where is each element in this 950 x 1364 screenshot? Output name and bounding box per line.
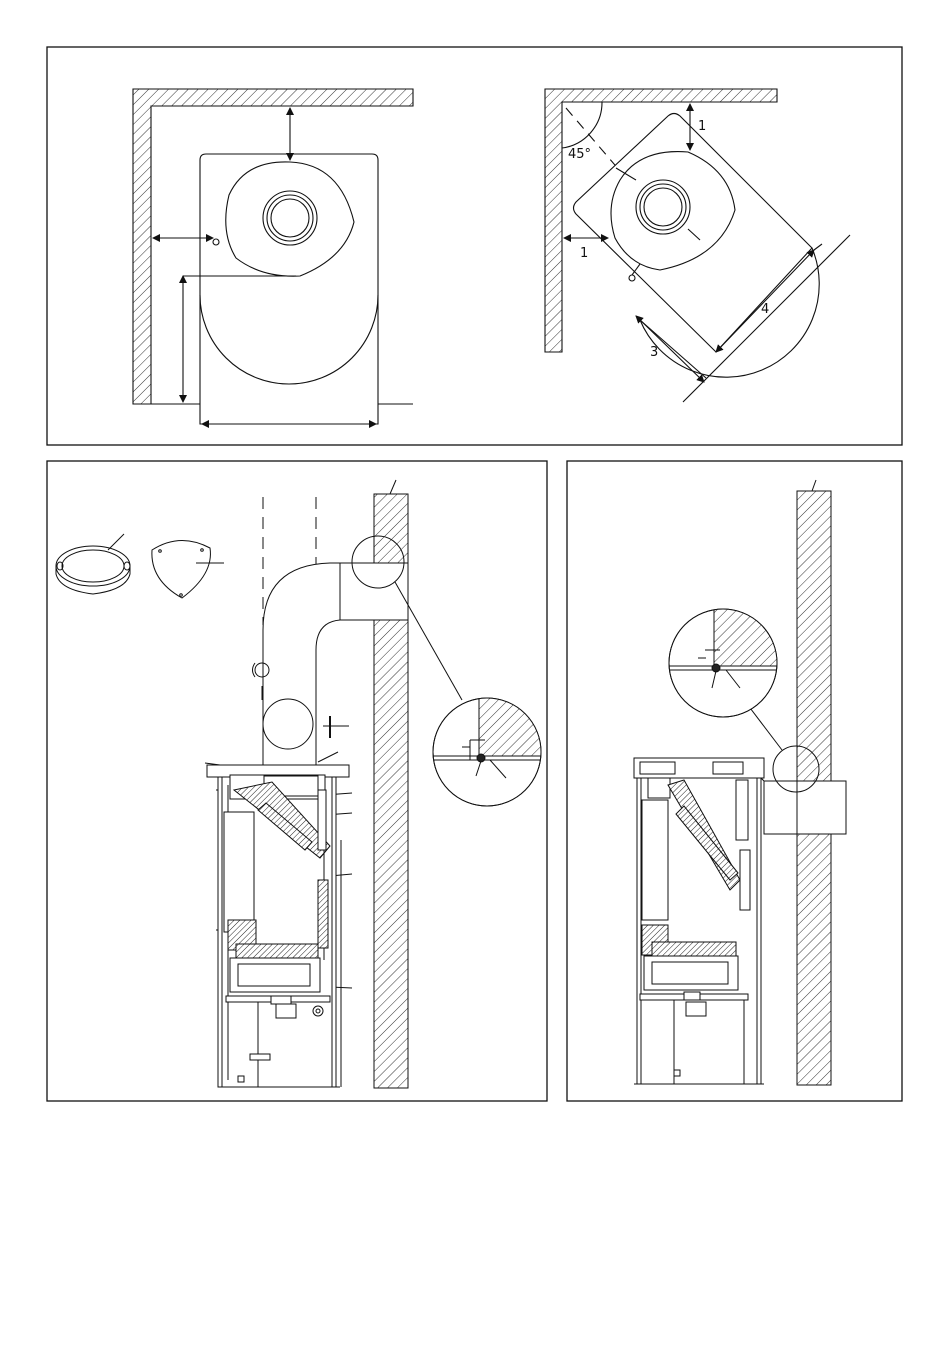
label-dim-side: 1 bbox=[580, 246, 588, 261]
stove-section-left bbox=[207, 765, 349, 1087]
label-dim-back: 1 bbox=[698, 119, 706, 134]
label-angle-45: 45° bbox=[568, 147, 591, 162]
detail-magnified-right bbox=[666, 606, 784, 717]
top-view-corner-placement bbox=[545, 89, 850, 402]
clamp-ring-icon bbox=[56, 534, 130, 594]
right-wall-upper bbox=[797, 491, 831, 781]
detail-magnified-left bbox=[430, 696, 549, 806]
label-dim-4: 4 bbox=[761, 302, 769, 317]
stove-section-right bbox=[634, 758, 764, 1084]
rear-wall-lower bbox=[374, 618, 408, 1088]
section-rear-connection bbox=[56, 480, 549, 1088]
top-view-wall-placement bbox=[133, 89, 413, 424]
label-dim-3: 3 bbox=[650, 345, 658, 360]
right-wall-lower bbox=[797, 834, 831, 1085]
cover-plate-icon bbox=[152, 540, 224, 598]
section-direct-rear-connection bbox=[634, 480, 846, 1085]
